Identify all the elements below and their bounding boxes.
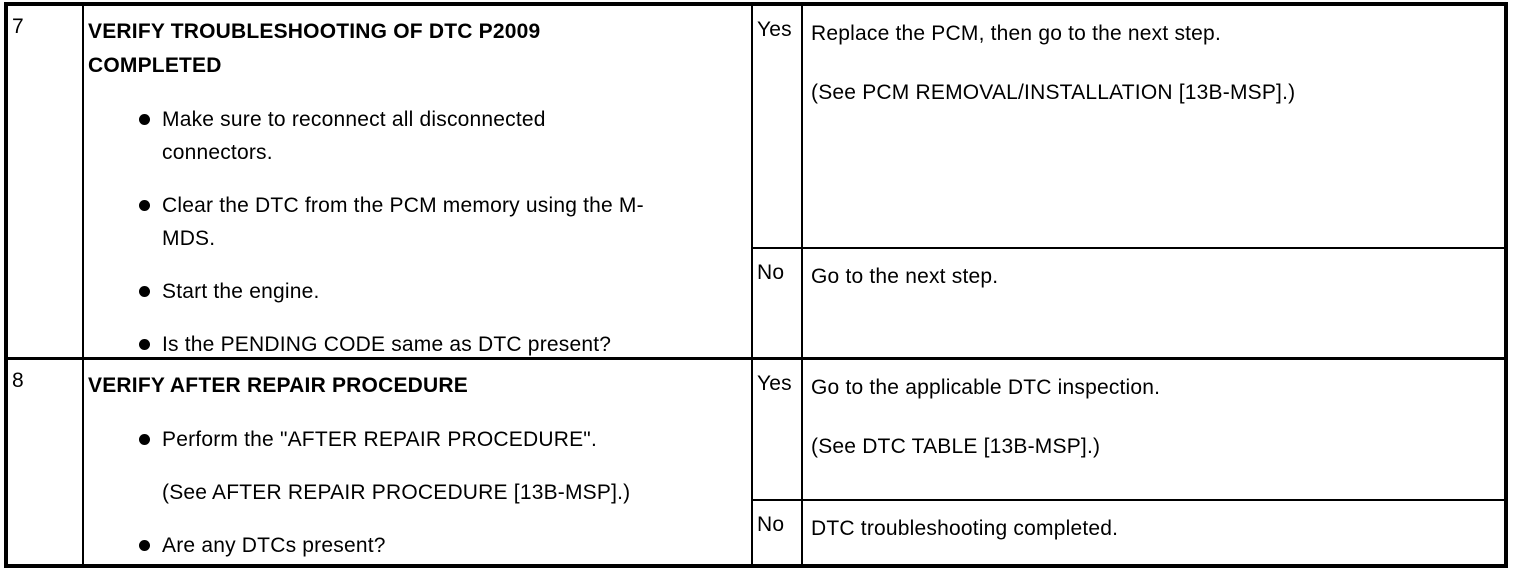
checklist-note-text: (See AFTER REPAIR PROCEDURE [13B-MSP].) — [162, 481, 631, 504]
yes-result-cell: Replace the PCM, then go to the next ste… — [803, 6, 1504, 247]
checklist-item: Is the PENDING CODE same as DTC present? — [88, 328, 751, 357]
decision-column: Yes Go to the applicable DTC inspection.… — [753, 360, 1504, 564]
no-label-cell: No — [753, 249, 803, 357]
step-number: 7 — [12, 15, 24, 38]
bullet-icon — [139, 339, 150, 350]
checklist-item-text: Perform the "AFTER REPAIR PROCEDURE". — [162, 428, 597, 451]
bullet-icon — [139, 200, 150, 211]
result-line: Go to the applicable DTC inspection. — [811, 376, 1161, 399]
yes-label-cell: Yes — [753, 360, 803, 499]
checklist-item-text: Start the engine. — [162, 280, 320, 303]
action-cell: VERIFY TROUBLESHOOTING OF DTC P2009 COMP… — [84, 6, 753, 357]
checklist-item: Start the engine. — [88, 275, 751, 308]
troubleshooting-table: 7 VERIFY TROUBLESHOOTING OF DTC P2009 CO… — [4, 2, 1508, 568]
no-result-cell: Go to the next step. — [803, 249, 1504, 357]
action-title: VERIFY AFTER REPAIR PROCEDURE — [88, 374, 468, 397]
result-reference: (See DTC TABLE [13B-MSP].) — [811, 435, 1101, 458]
checklist-item-text: Make sure to reconnect all disconnected … — [162, 108, 546, 164]
result-reference: (See PCM REMOVAL/INSTALLATION [13B-MSP].… — [811, 81, 1296, 104]
checklist-item: Perform the "AFTER REPAIR PROCEDURE". — [88, 423, 751, 456]
checklist-item: Are any DTCs present? — [88, 529, 751, 562]
decision-column: Yes Replace the PCM, then go to the next… — [753, 6, 1504, 357]
action-cell: VERIFY AFTER REPAIR PROCEDURE Perform th… — [84, 360, 753, 564]
yes-sub-row: Yes Replace the PCM, then go to the next… — [753, 6, 1504, 249]
checklist-item-text: Is the PENDING CODE same as DTC present? — [162, 333, 612, 356]
bullet-icon — [139, 286, 150, 297]
checklist-item-text: Are any DTCs present? — [162, 534, 386, 557]
step-number-cell: 8 — [8, 360, 84, 564]
no-result-cell: DTC troubleshooting completed. — [803, 501, 1504, 564]
no-sub-row: No DTC troubleshooting completed. — [753, 501, 1504, 564]
bullet-icon — [139, 540, 150, 551]
no-sub-row: No Go to the next step. — [753, 249, 1504, 357]
yes-label: Yes — [757, 372, 792, 395]
step-number-cell: 7 — [8, 6, 84, 357]
no-label-cell: No — [753, 501, 803, 564]
result-line: DTC troubleshooting completed. — [811, 517, 1119, 540]
action-title: VERIFY TROUBLESHOOTING OF DTC P2009 COMP… — [88, 20, 541, 77]
no-label: No — [757, 513, 785, 536]
yes-sub-row: Yes Go to the applicable DTC inspection.… — [753, 360, 1504, 501]
step-number: 8 — [12, 369, 24, 392]
checklist-item: Make sure to reconnect all disconnected … — [88, 103, 751, 169]
checklist-note: (See AFTER REPAIR PROCEDURE [13B-MSP].) — [88, 476, 751, 509]
table-row-step-8: 8 VERIFY AFTER REPAIR PROCEDURE Perform … — [8, 360, 1504, 564]
table-row-step-7: 7 VERIFY TROUBLESHOOTING OF DTC P2009 CO… — [8, 6, 1504, 360]
yes-label: Yes — [757, 18, 792, 41]
yes-result-cell: Go to the applicable DTC inspection. (Se… — [803, 360, 1504, 499]
no-label: No — [757, 261, 785, 284]
checklist-item: Clear the DTC from the PCM memory using … — [88, 189, 751, 255]
bullet-icon — [139, 114, 150, 125]
result-line: Go to the next step. — [811, 265, 999, 288]
checklist-item-text: Clear the DTC from the PCM memory using … — [162, 194, 644, 250]
yes-label-cell: Yes — [753, 6, 803, 247]
result-line: Replace the PCM, then go to the next ste… — [811, 22, 1221, 45]
bullet-icon — [139, 434, 150, 445]
